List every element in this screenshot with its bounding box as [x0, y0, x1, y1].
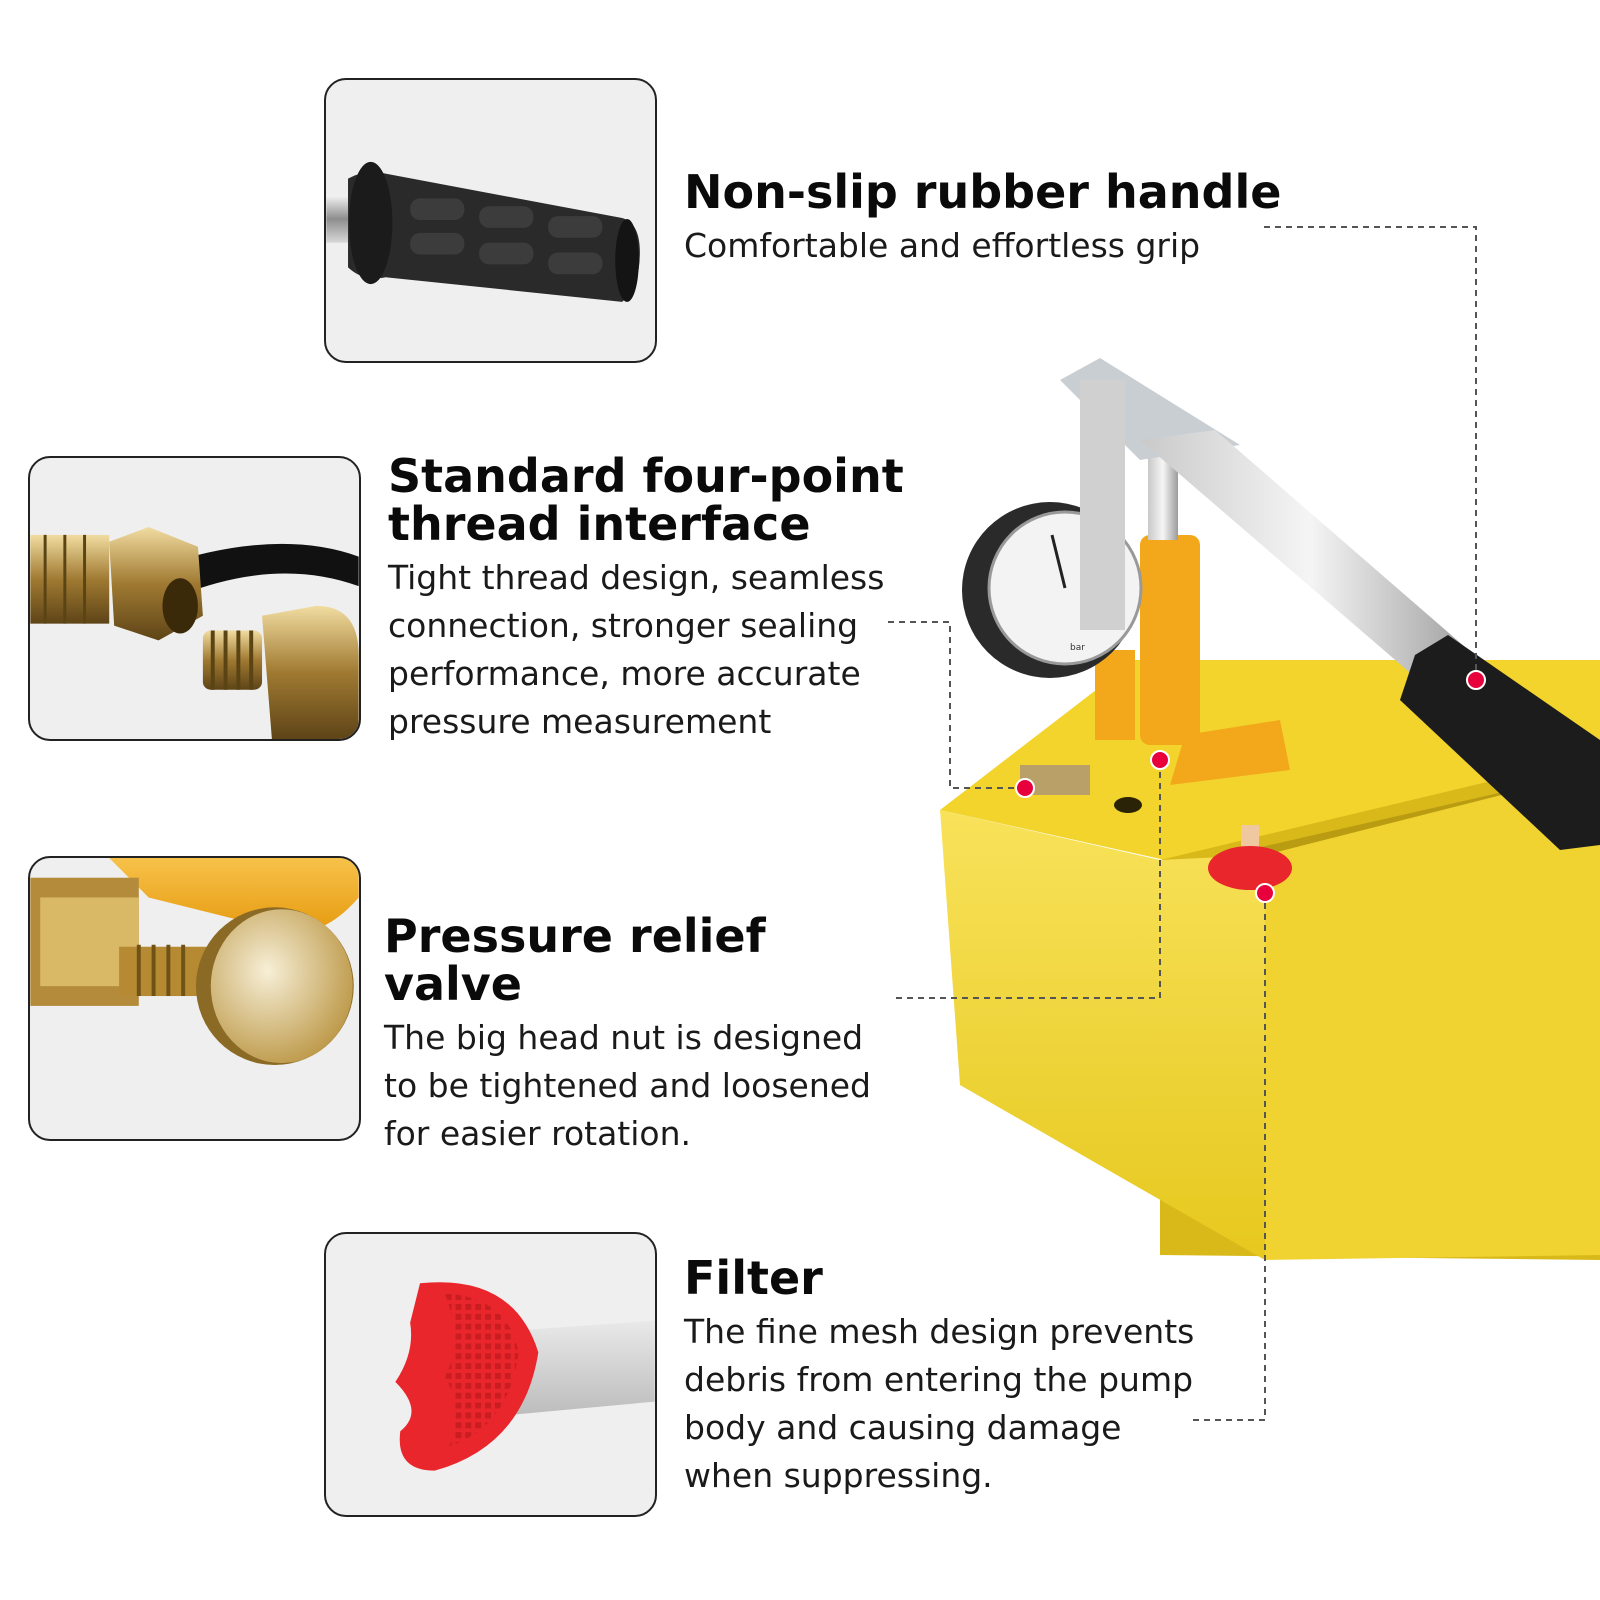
valve-thumbnail — [28, 856, 361, 1141]
callout-line-handle — [1264, 226, 1477, 680]
feature-handle: Non-slip rubber handle Comfortable and e… — [684, 168, 1281, 270]
rubber-grip-handle-icon — [326, 161, 640, 302]
gauge-mpa-label: MPa — [1080, 617, 1100, 628]
feature-title: Filter — [684, 1251, 823, 1305]
feature-description: Comfortable and effortless grip — [684, 226, 1201, 265]
feature-title: Non-slip rubber handle — [684, 165, 1282, 219]
feature-title: Pressure relief valve — [384, 909, 766, 1011]
knurled-brass-nut-icon — [30, 858, 359, 1066]
callout-line-thread — [888, 621, 1025, 789]
callout-lines — [888, 226, 1477, 1421]
filter-thumbnail — [324, 1232, 657, 1517]
feature-filter: Filter The fine mesh design prevents deb… — [684, 1254, 1204, 1500]
yellow-hydraulic-test-pump-icon: MPa bar — [940, 358, 1600, 1260]
feature-thread-interface: Standard four-point thread interface Tig… — [388, 452, 908, 746]
callout-dot-thread — [1015, 778, 1035, 798]
brass-thread-connector-icon — [30, 527, 359, 739]
callout-dot-filter — [1255, 883, 1275, 903]
callout-line-valve — [896, 760, 1161, 999]
callout-dot-handle — [1466, 670, 1486, 690]
feature-title: Standard four-point thread interface — [388, 449, 904, 551]
red-mesh-filter-icon — [395, 1282, 655, 1471]
feature-description: The fine mesh design prevents debris fro… — [684, 1312, 1195, 1495]
feature-description: Tight thread design, seamless connection… — [388, 558, 885, 741]
handle-thumbnail — [324, 78, 657, 363]
callout-dot-valve — [1150, 750, 1170, 770]
thread-thumbnail — [28, 456, 361, 741]
feature-relief-valve: Pressure relief valve The big head nut i… — [384, 912, 904, 1158]
callout-dots — [1015, 670, 1486, 903]
gauge-bar-label: bar — [1070, 643, 1085, 653]
feature-description: The big head nut is designed to be tight… — [384, 1018, 872, 1153]
